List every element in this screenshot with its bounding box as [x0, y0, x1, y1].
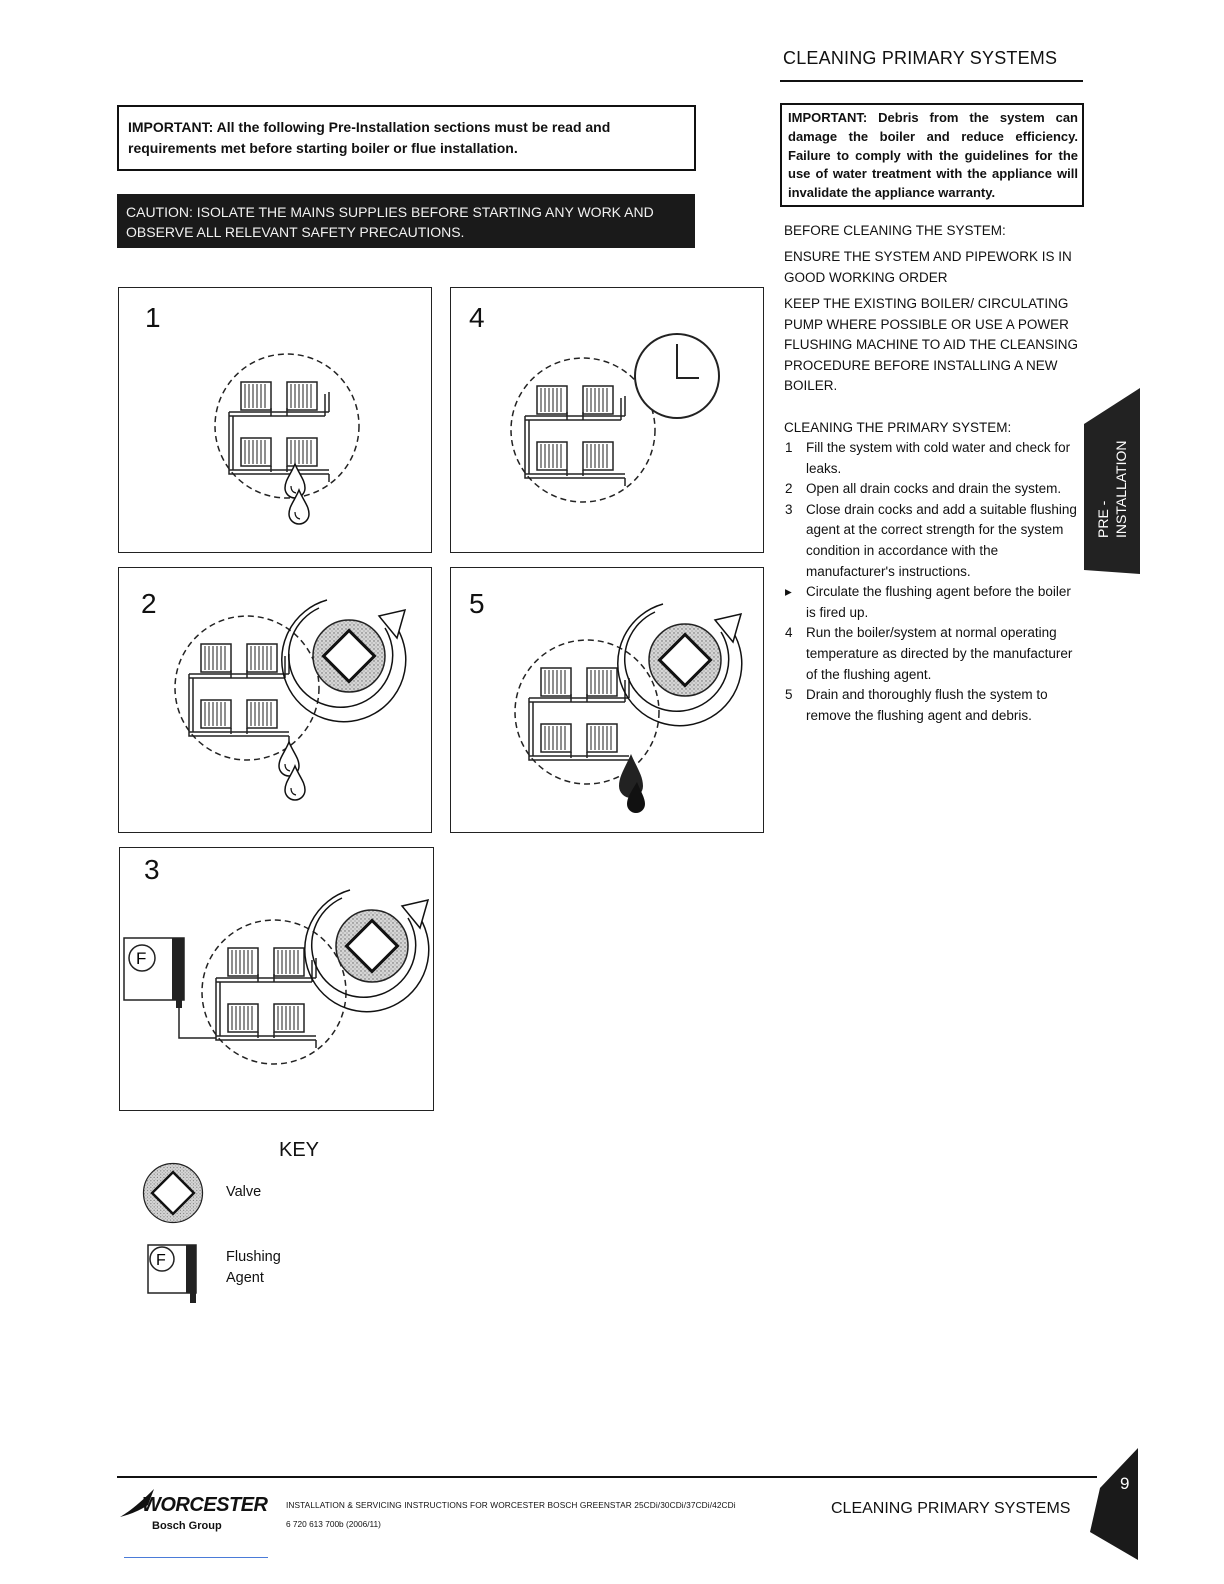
step-number: 2	[785, 481, 793, 497]
debris-drop-icon	[619, 754, 645, 813]
key-valve-label: Valve	[226, 1184, 262, 1200]
caution-banner: CAUTION: ISOLATE THE MAINS SUPPLIES BEFO…	[117, 194, 695, 248]
valve-icon	[311, 618, 387, 694]
page-number-tab: 9	[1090, 1448, 1138, 1560]
figure-panel-5: 5	[450, 567, 764, 833]
valve-key-icon	[142, 1162, 204, 1224]
key-flushing-agent-letter: F	[156, 1252, 166, 1269]
footer-rule	[117, 1476, 1097, 1478]
water-drop-icon	[284, 463, 306, 499]
step-text: Open all drain cocks and drain the syste…	[806, 481, 1062, 497]
brand-name: WORCESTER	[142, 1494, 268, 1516]
before-cleaning-heading: BEFORE CLEANING THE SYSTEM:	[784, 223, 1006, 238]
worcester-swoosh-icon	[120, 1489, 154, 1517]
panel-number: 5	[469, 588, 485, 619]
valve-icon	[647, 622, 723, 698]
cleaning-step: 3 Close drain cocks and add a suitable fl…	[784, 500, 1080, 582]
valve-icon	[334, 908, 410, 984]
side-tab-line1: PRE -	[1095, 500, 1111, 538]
system-drain-diagram	[174, 599, 407, 801]
key-title: KEY	[279, 1139, 320, 1161]
side-tab-line2: INSTALLATION	[1113, 440, 1129, 538]
figure-panel-1: 1	[118, 287, 432, 553]
worcester-logo: WORCESTER Bosch Group	[118, 1483, 278, 1539]
key-flushing-agent-label: Flushing Agent	[226, 1249, 281, 1286]
panel-number: 2	[141, 588, 157, 619]
flushing-agent-key-icon: F	[147, 1244, 197, 1303]
step-number: 5	[785, 687, 793, 703]
figure-panel-3: 3 F	[119, 847, 434, 1111]
system-flush-diagram	[514, 603, 743, 813]
step-text: Run the boiler/system at normal operatin…	[806, 625, 1073, 682]
important-notice-debris: IMPORTANT: Debris from the system can da…	[780, 103, 1084, 207]
cleaning-step: 1 Fill the system with cold water and che…	[784, 438, 1080, 479]
step-bullet: ▸	[785, 584, 792, 600]
step-text: Circulate the flushing agent before the …	[806, 584, 1071, 620]
footer-document-code: 6 720 613 700b (2006/11)	[286, 1519, 381, 1529]
panel-number: 3	[144, 854, 160, 885]
cleaning-step: ▸ Circulate the flushing agent before the…	[784, 582, 1080, 623]
flushing-agent-container-icon: F	[123, 937, 216, 1039]
footer-section-title: CLEANING PRIMARY SYSTEMS	[831, 1500, 1071, 1517]
flushing-agent-letter: F	[136, 949, 146, 968]
link-underline	[124, 1557, 268, 1558]
cleaning-step: 5 Drain and thoroughly flush the system t…	[784, 685, 1080, 726]
system-fill-diagram	[214, 353, 360, 525]
step-number: 1	[785, 440, 793, 455]
brand-group: Bosch Group	[152, 1520, 222, 1532]
figure-panel-2: 2	[118, 567, 432, 833]
page-number: 9	[1120, 1474, 1130, 1493]
pre-installation-side-tab: PRE - INSTALLATION	[1084, 388, 1140, 574]
flushing-agent-diagram: F	[123, 889, 430, 1065]
cleaning-primary-heading: CLEANING THE PRIMARY SYSTEM:	[784, 420, 1012, 435]
cleaning-step: 4 Run the boiler/system at normal operati…	[784, 623, 1080, 685]
step-number: 3	[785, 501, 793, 517]
step-text: Fill the system with cold water and chec…	[806, 440, 1071, 476]
clock-icon	[634, 333, 720, 419]
cleaning-steps-list: 1 Fill the system with cold water and che…	[784, 438, 1080, 726]
step-text: Close drain cocks and add a suitable flu…	[806, 501, 1077, 579]
step-text: Drain and thoroughly flush the system to…	[806, 687, 1048, 723]
before-cleaning-paragraph-2: KEEP THE EXISTING BOILER/ CIRCULATING PU…	[784, 296, 1079, 393]
system-run-diagram	[510, 333, 720, 503]
before-cleaning-paragraph-1: ENSURE THE SYSTEM AND PIPEWORK IS IN GOO…	[784, 249, 1072, 285]
panel-number: 1	[145, 302, 161, 333]
figure-panel-4: 4	[450, 287, 764, 553]
important-notice-preinstallation: IMPORTANT: All the following Pre-Install…	[117, 105, 696, 171]
cleaning-step: 2 Open all drain cocks and drain the syst…	[784, 479, 1080, 500]
step-number: 4	[785, 625, 793, 641]
panel-number: 4	[469, 302, 485, 333]
footer-document-title: INSTALLATION & SERVICING INSTRUCTIONS FO…	[286, 1500, 736, 1510]
header-rule	[780, 80, 1083, 82]
page-section-title: CLEANING PRIMARY SYSTEMS	[783, 48, 1058, 68]
